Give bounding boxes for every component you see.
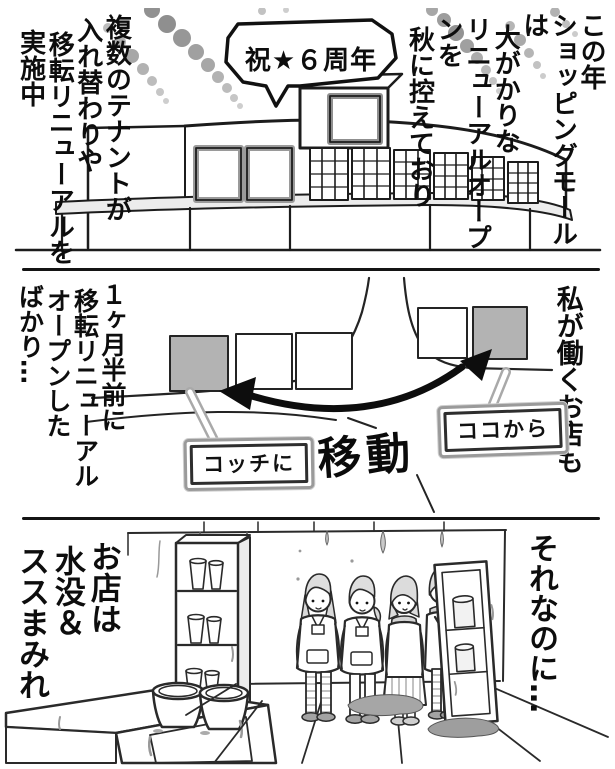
- panel3-narration-right: それなのに…: [523, 533, 558, 765]
- person-staff-2: [339, 575, 385, 724]
- display-case: [433, 560, 499, 726]
- panel3-narration-left: お店は 水没＆ ススまみれ: [12, 541, 121, 767]
- unit-old-location: [472, 306, 528, 360]
- narration-column: １ヶ月半前に: [98, 282, 127, 432]
- floor-map-illustration: [85, 276, 554, 513]
- sign-from-here: ココから: [437, 401, 569, 459]
- narration-column: 入れ替わりや: [72, 17, 103, 173]
- narration-column: 複数のテナントが: [101, 14, 132, 222]
- panel1-narration-left: 複数のテナントが 入れ替わりや 移転リニューアルを 実施中: [15, 14, 132, 266]
- narration-column: 水没＆: [48, 545, 85, 638]
- shop-units: [169, 306, 528, 392]
- sign-to-here: コッチに: [183, 436, 315, 492]
- narration-column: 秋に控えており: [404, 26, 435, 208]
- narration-column: ショッピングモールは: [518, 12, 578, 246]
- counter-with-buckets: [4, 681, 278, 765]
- narration-column: 移転リニューアル: [70, 288, 100, 488]
- move-label: 移動: [315, 427, 417, 486]
- mall-building: [14, 72, 602, 252]
- narration-column: それなのに…: [523, 533, 558, 713]
- panel-1-mall-exterior: 祝★６周年 この年 ショッピングモールは 大がかりな リニューアルオープンを 秋…: [0, 8, 615, 269]
- narration-column: 大がかりな: [490, 24, 521, 154]
- sign-from-here-label: ココから: [443, 407, 563, 453]
- narration-column: リニューアルオープンを: [433, 16, 492, 250]
- anniversary-bubble: [224, 18, 398, 108]
- panel-2-floor-map: コッチに ココから 移動 １ヶ月半前に 移転リニューアル オープンした ばかり……: [0, 272, 615, 517]
- move-arrow: [219, 349, 492, 413]
- panel2-narration-right: 私が働くお店も: [551, 285, 583, 513]
- narration-column: ススまみれ: [12, 545, 49, 700]
- puddle-right: [427, 717, 500, 738]
- person-staff-1: [295, 573, 341, 722]
- sign-to-here-label: コッチに: [189, 442, 309, 486]
- halftone-dots: [103, 8, 578, 109]
- panel1-narration-right: この年 ショッピングモールは 大がかりな リニューアルオープンを 秋に控えており: [404, 12, 606, 268]
- narration-column: オープンした: [43, 288, 72, 438]
- puddle-center: [347, 694, 424, 717]
- panel-3-shop-interior: お店は 水没＆ ススまみれ それなのに…: [0, 521, 615, 769]
- panel-divider: [22, 268, 600, 271]
- panel-divider: [22, 517, 600, 520]
- narration-column: 移転リニューアルを: [44, 31, 75, 265]
- shop-interior-illustration: [4, 521, 609, 765]
- narration-column: この年: [576, 12, 606, 90]
- narration-column: ばかり…: [15, 284, 45, 384]
- mall-illustration: [14, 8, 602, 252]
- narration-column: お店は: [84, 541, 121, 634]
- narration-column: 私が働くお店も: [551, 285, 583, 474]
- narration-column: 実施中: [15, 29, 46, 107]
- gridded-windows: [309, 147, 539, 204]
- anniversary-bubble-text: 祝★６周年: [244, 46, 378, 76]
- unit-new-location: [169, 335, 229, 392]
- panel2-narration-left: １ヶ月半前に 移転リニューアル オープンした ばかり…: [15, 282, 128, 514]
